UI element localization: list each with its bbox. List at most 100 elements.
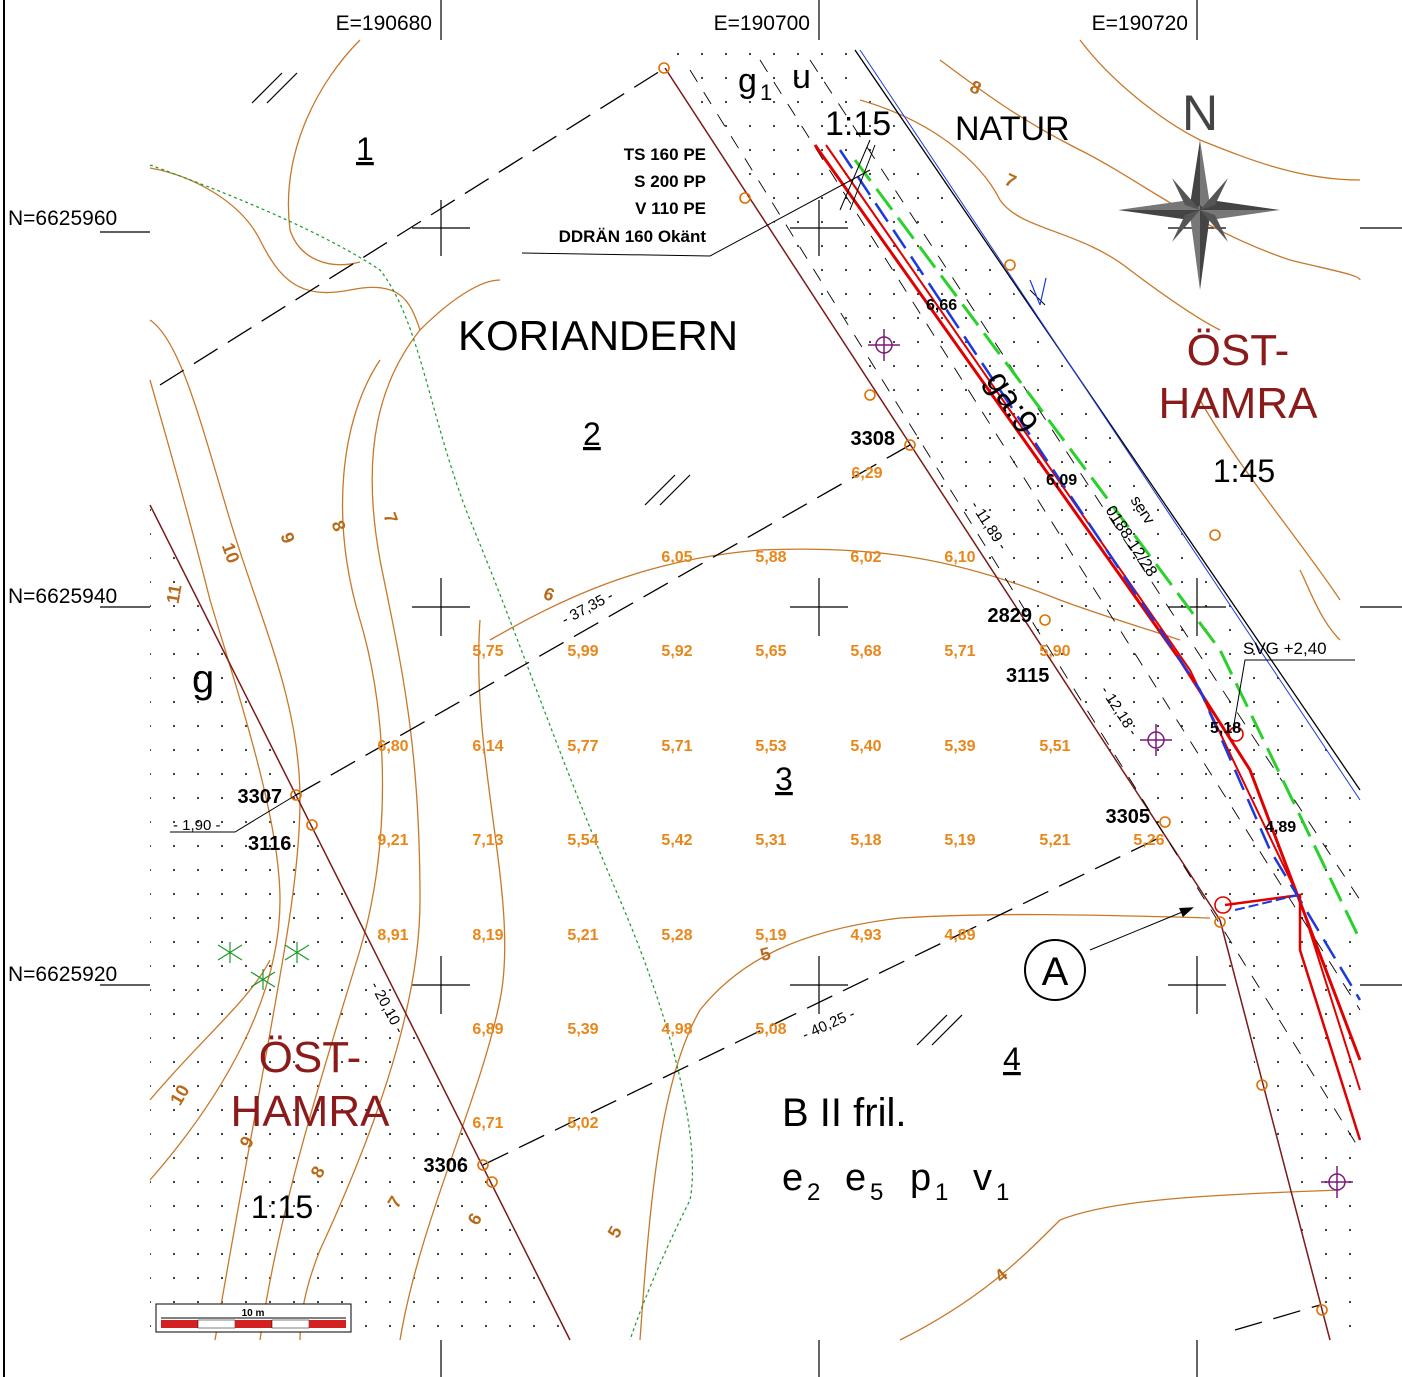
spot-level: 5,68 <box>850 643 881 660</box>
coord-e-190680: E=190680 <box>336 12 432 35</box>
point-3305: 3305 <box>1106 806 1151 828</box>
zone-e2: e <box>782 1157 803 1199</box>
fixpoint-markers <box>868 329 1353 1198</box>
pipes <box>813 144 1362 1141</box>
zone-v1: v <box>973 1157 992 1199</box>
contour-label: 9 <box>277 530 299 546</box>
spot-levels: 6,29 6,05 5,88 6,02 6,10 5,75 5,99 5,92 … <box>377 465 1164 1132</box>
zone-u: u <box>792 58 811 96</box>
spot-level: 5,39 <box>944 738 975 755</box>
lot-1: 1 <box>356 131 374 167</box>
spot-level: 4,89 <box>944 927 975 944</box>
spot-level: 6,80 <box>377 738 408 755</box>
point-3115: 3115 <box>1006 665 1049 687</box>
lot-lines <box>159 67 1321 1331</box>
spot-level: 6,10 <box>944 549 975 566</box>
zone-v1-sub: 1 <box>996 1179 1009 1206</box>
spot-level: 6,02 <box>850 549 881 566</box>
scalebar <box>155 1303 352 1333</box>
spot-level: 6,71 <box>472 1115 503 1132</box>
spot-level: 5,31 <box>755 832 786 849</box>
area-ost-hamra-east-2: HAMRA <box>1159 379 1319 428</box>
area-natur: NATUR <box>955 110 1070 148</box>
green-boundary <box>149 164 694 1341</box>
svg-label: SVG +2,40 <box>1243 639 1327 658</box>
blue-line <box>859 49 1361 801</box>
spot-level: 5,88 <box>755 549 786 566</box>
level-6-66: 6,66 <box>926 297 957 314</box>
spot-level: 5,54 <box>567 832 598 849</box>
contour-label: 6 <box>541 583 557 605</box>
level-5-18: 5,18 <box>1210 720 1241 737</box>
spot-level: 5,71 <box>661 738 692 755</box>
lot-2: 2 <box>583 416 601 452</box>
detail-marker-a: A <box>1042 950 1069 994</box>
spot-level: 4,98 <box>661 1021 692 1038</box>
contour-label: 8 <box>967 76 985 98</box>
point-3306: 3306 <box>424 1155 469 1177</box>
north-letter: N <box>1182 85 1218 141</box>
spot-level: 5,08 <box>755 1021 786 1038</box>
scalebar-label: 10 m <box>242 1308 265 1319</box>
level-4-89: 4,89 <box>1265 819 1296 836</box>
coord-e-190720: E=190720 <box>1092 12 1188 35</box>
spot-level: 5,21 <box>1039 832 1070 849</box>
spot-level: 5,51 <box>1039 738 1070 755</box>
coord-n-6625940: N=6625940 <box>8 585 117 608</box>
pipe-v: V 110 PE <box>635 199 706 218</box>
contour-label: 5 <box>604 1223 626 1242</box>
zone-e5-sub: 5 <box>870 1179 883 1206</box>
property-boundaries <box>149 67 1331 1341</box>
spot-level: 9,21 <box>377 832 408 849</box>
spot-level: 5,90 <box>1039 643 1070 660</box>
zone-p1-sub: 1 <box>935 1179 948 1206</box>
well-markers <box>1214 726 1244 914</box>
pipe-ts: TS 160 PE <box>624 145 706 164</box>
point-3308: 3308 <box>851 428 896 450</box>
spot-level: 5,77 <box>567 738 598 755</box>
spot-level: 7,13 <box>472 832 503 849</box>
dim-37-35: - 37,35 - <box>559 587 616 628</box>
zone-g1: g <box>738 62 757 100</box>
area-ost-hamra-west-2: HAMRA <box>231 1087 391 1136</box>
spot-level: 6,14 <box>472 738 503 755</box>
area-koriandern: KORIANDERN <box>458 312 738 359</box>
coord-n-6625960: N=6625960 <box>8 207 117 230</box>
grid-crosses <box>100 0 1402 1377</box>
street-edge <box>854 49 1361 791</box>
spot-level: 5,53 <box>755 738 786 755</box>
scale-southwest: 1:15 <box>251 1189 313 1225</box>
spot-level: 6,89 <box>472 1021 503 1038</box>
spot-level: 6,29 <box>851 465 882 482</box>
spot-level: 8,19 <box>472 927 503 944</box>
scale-east: 1:45 <box>1213 453 1275 489</box>
area-b-fril: B II fril. <box>782 1091 906 1135</box>
spot-level: 5,19 <box>944 832 975 849</box>
spot-level: 8,91 <box>377 927 408 944</box>
contour-label: 10 <box>218 540 244 566</box>
blue-flow-arrow <box>1029 277 1047 306</box>
zone-g: g <box>192 657 214 701</box>
north-arrow-icon <box>1118 140 1280 290</box>
detail-marker-circle <box>1024 939 1086 1001</box>
point-3307: 3307 <box>238 786 283 808</box>
spot-level: 5,28 <box>661 927 692 944</box>
lot-4: 4 <box>1003 1041 1021 1077</box>
spot-level: 6,05 <box>661 549 692 566</box>
spot-level: 5,99 <box>567 643 598 660</box>
pipe-s: S 200 PP <box>634 172 706 191</box>
tree-symbols <box>217 942 310 990</box>
spot-level: 5,65 <box>755 643 786 660</box>
contour-label: 7 <box>1002 169 1020 191</box>
contour-label: 5 <box>758 943 773 965</box>
spot-level: 5,19 <box>755 927 786 944</box>
coord-e-190700: E=190700 <box>714 12 810 35</box>
level-6-09: 6,09 <box>1046 472 1077 489</box>
zone-g1-sub: 1 <box>760 80 772 105</box>
lot-3: 3 <box>775 761 793 797</box>
spot-level: 5,40 <box>850 738 881 755</box>
area-ost-hamra-east-1: ÖST- <box>1187 326 1290 375</box>
pipe-ddran: DDRÄN 160 Okänt <box>559 227 707 246</box>
contour-label: 4 <box>991 1265 1012 1287</box>
